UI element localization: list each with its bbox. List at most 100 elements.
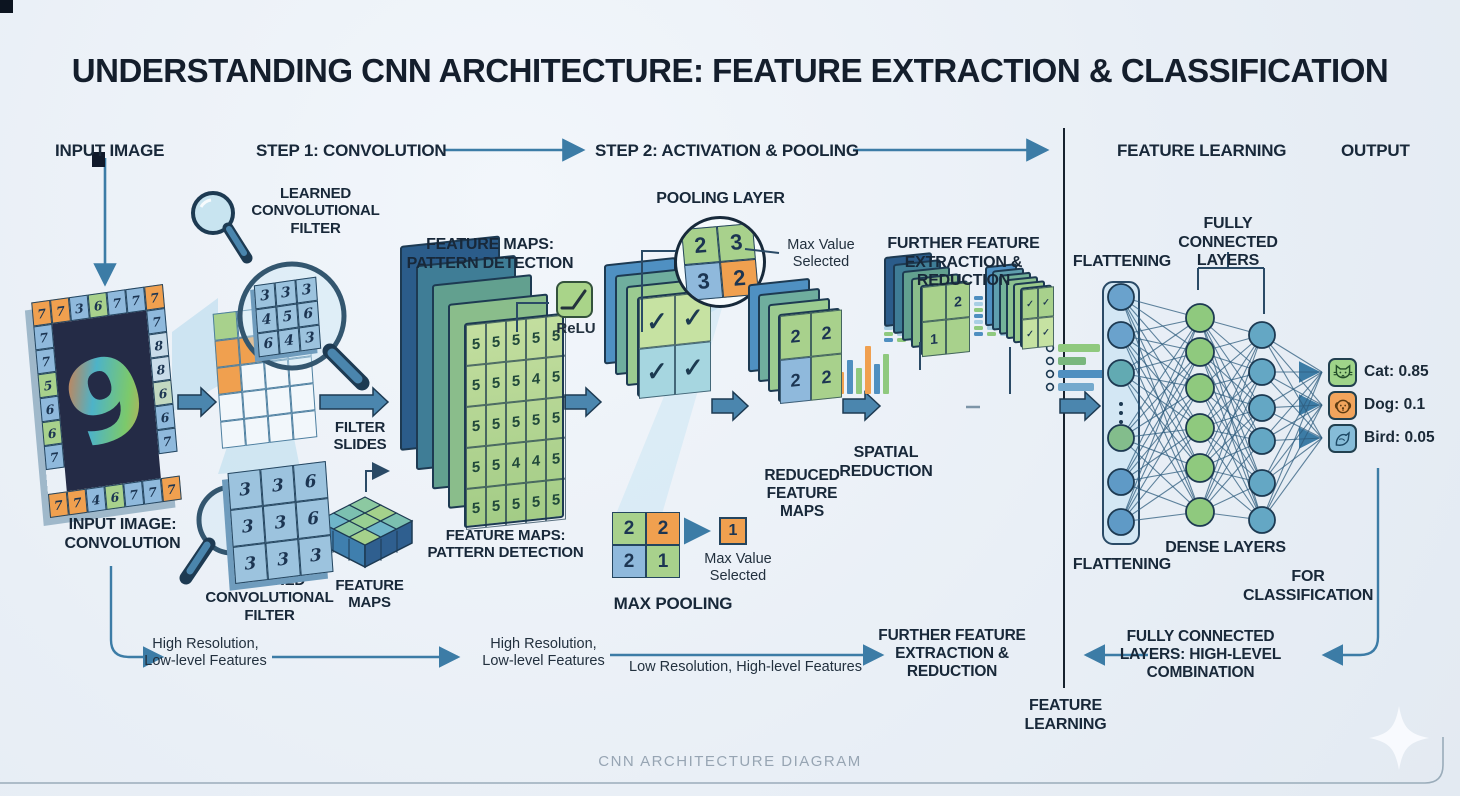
grid-cell: 6: [297, 300, 320, 328]
grid-cell: ✓: [675, 341, 711, 396]
digit-canvas: 9: [52, 310, 161, 492]
dense-node: [1185, 303, 1215, 333]
pixel-cell: 7: [160, 475, 182, 503]
fully-connected-label: FULLY CONNECTED LAYERS: [1178, 215, 1278, 270]
pixel-cell: 7: [125, 286, 147, 314]
dog-score: Dog: 0.1: [1364, 396, 1426, 413]
grid-cell: 5: [526, 398, 546, 442]
pixel-cell: 7: [123, 480, 145, 508]
grid-cell: 5: [466, 322, 486, 367]
grid-cell: 6: [293, 461, 329, 503]
grid-cell: 2: [811, 353, 842, 401]
grid-cell: 5: [506, 400, 526, 444]
pixel-cell: 7: [35, 347, 57, 375]
grid-cell: 2: [646, 512, 680, 545]
grid-cell: 3: [232, 542, 268, 584]
grid-cell: 3: [253, 282, 277, 310]
bird-badge: [1328, 424, 1357, 453]
grid-cell: ✓: [1022, 287, 1038, 320]
grid-cell: [212, 310, 239, 341]
grid-cell: ✓: [1022, 317, 1038, 350]
low-res-label: Low Resolution, High-level Features: [629, 659, 862, 675]
grid-cell: 3: [227, 469, 263, 511]
dense-node: [1185, 497, 1215, 527]
grid-cell: [240, 362, 266, 392]
pixel-cell: 5: [37, 371, 59, 399]
grid-cell: ✓: [639, 345, 675, 399]
high-res-label-1: High Resolution, Low-level Features: [144, 636, 267, 670]
pixel-cell: 6: [152, 379, 174, 407]
grid-cell: 5: [486, 443, 506, 487]
pixel-cell: 7: [146, 307, 168, 335]
grid-cell: [289, 383, 316, 414]
grid-cell: 4: [526, 439, 546, 483]
grid-cell: [242, 388, 268, 419]
grid-cell: [946, 317, 970, 355]
cat-badge: [1328, 358, 1357, 387]
cat-score: Cat: 0.85: [1364, 363, 1429, 380]
grid-cell: 3: [295, 276, 318, 304]
flatten-node: [1107, 283, 1135, 311]
pixel-cell: 6: [39, 395, 61, 423]
feature-maps-label-top: FEATURE MAPS: PATTERN DETECTION: [406, 236, 574, 272]
pixel-cell: 7: [31, 299, 53, 327]
further-stack-2-front: ✓✓✓✓: [1020, 284, 1054, 350]
grid-cell: 5: [486, 402, 506, 446]
grid-cell: 5: [546, 478, 566, 522]
grid-cell: [291, 410, 318, 441]
high-res-label-2: High Resolution, Low-level Features: [482, 636, 605, 670]
for-classification-label: FOR CLASSIFICATION: [1243, 568, 1374, 604]
page-title: UNDERSTANDING CNN ARCHITECTURE: FEATURE …: [71, 52, 1389, 89]
dense-node: [1248, 469, 1276, 497]
dog-badge: [1328, 391, 1357, 420]
relu-icon: [556, 281, 593, 318]
pixel-cell: 7: [66, 488, 88, 516]
grid-cell: 4: [255, 306, 278, 334]
pixel-cell: 7: [43, 443, 65, 471]
header-step1-convolution: STEP 1: CONVOLUTION: [256, 141, 447, 160]
grid-cell: 2: [612, 545, 646, 578]
flattening-label-top: FLATTENING: [1072, 253, 1172, 270]
flattening-column: [1102, 281, 1140, 545]
grid-cell: [218, 391, 245, 422]
grid-cell: 4: [277, 327, 301, 355]
header-input-image: INPUT IMAGE: [55, 141, 165, 160]
corner-artifact: [0, 0, 13, 13]
grid-cell: 5: [526, 480, 546, 524]
dense-node: [1248, 358, 1276, 386]
pixel-cell: 8: [148, 331, 170, 359]
pixel-cell: 8: [150, 355, 172, 383]
digit-9: 9: [52, 325, 161, 477]
flatten-node: [1107, 359, 1135, 387]
header-output: OUTPUT: [1341, 141, 1410, 160]
feature-learning-label-bottom: FEATURE LEARNING: [1024, 697, 1107, 733]
grid-cell: 3: [265, 538, 301, 580]
grid-cell: 5: [486, 484, 506, 528]
maxpool-result-cell: 1: [719, 517, 747, 545]
dense-node: [1248, 394, 1276, 422]
grid-cell: [220, 418, 246, 449]
grid-cell: 3: [298, 534, 334, 576]
bird-icon: [1335, 430, 1350, 446]
spatial-reduction-label: SPATIAL REDUCTION: [839, 444, 933, 480]
grid-cell: ✓: [1038, 316, 1054, 348]
feature-maps-label-bottom: FEATURE MAPS: PATTERN DETECTION: [427, 527, 584, 562]
grid-cell: [265, 386, 292, 416]
further-extraction-label-bottom: FURTHER FEATURE EXTRACTION & REDUCTION: [878, 627, 1026, 680]
grid-cell: 5: [546, 437, 566, 481]
dense-node: [1185, 453, 1215, 483]
pixel-cell: 7: [156, 427, 178, 455]
bird-score: Bird: 0.05: [1364, 429, 1435, 446]
fc-combination-label: FULLY CONNECTED LAYERS: HIGH-LEVEL COMBI…: [1119, 628, 1282, 681]
pixel-cell: 7: [47, 491, 69, 518]
max-pooling-label: MAX POOLING: [613, 594, 733, 613]
pixel-cell: 6: [87, 291, 109, 319]
flatten-node: [1107, 424, 1135, 452]
reduced-feature-maps-label: REDUCED FEATURE MAPS: [764, 467, 840, 520]
grid-cell: 6: [257, 330, 280, 358]
grid-cell: 5: [506, 359, 526, 403]
